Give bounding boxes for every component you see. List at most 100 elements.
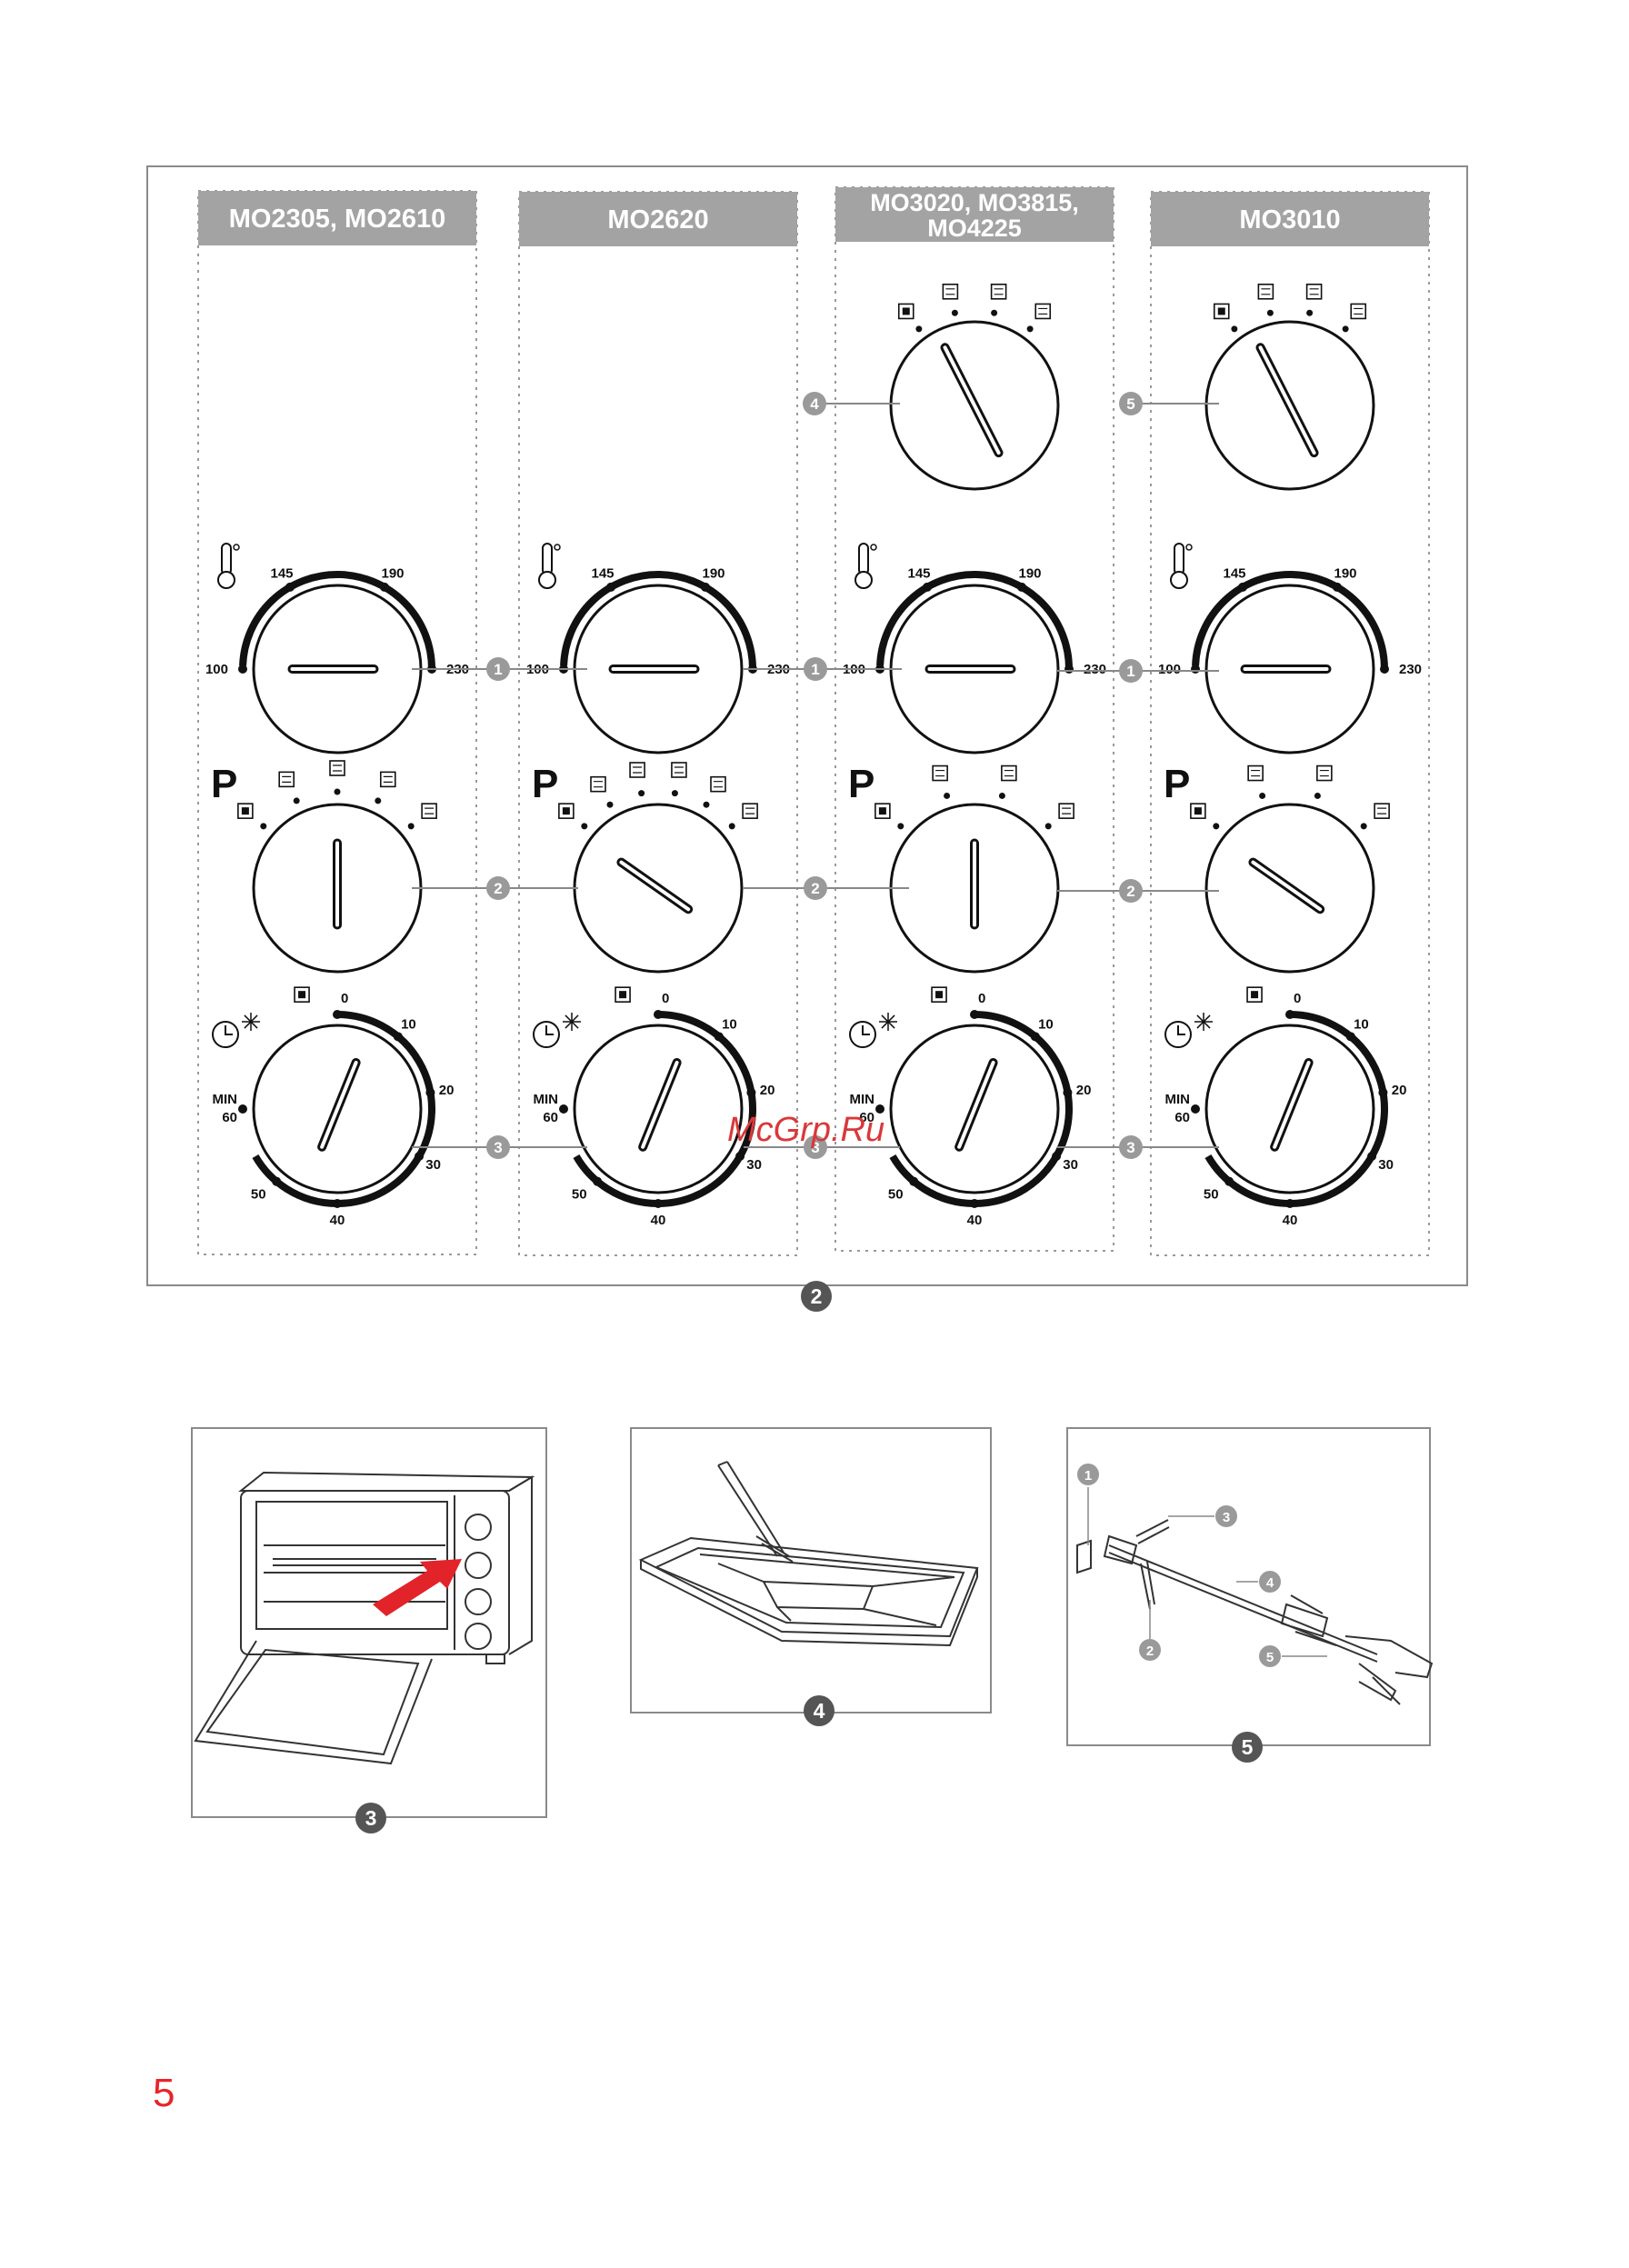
column-title: MO3010 [1239, 205, 1340, 235]
clock-icon [213, 1022, 238, 1047]
position-dot [1306, 310, 1313, 316]
temperature-dot [701, 583, 710, 592]
timer-label: 50 [251, 1186, 266, 1202]
program-mode-icon [1374, 804, 1389, 818]
callout-badge-temp-3: 1 [1119, 659, 1143, 683]
position-dot [1314, 793, 1321, 799]
position-dot [408, 823, 415, 829]
timer-dot [1224, 1177, 1234, 1186]
timer-label: 0 [341, 991, 348, 1006]
thermometer-icon [1171, 544, 1192, 588]
function-knob [891, 285, 1058, 489]
timer-label: 10 [722, 1017, 737, 1033]
timer-60-label: 60 [543, 1110, 558, 1125]
program-mode-icon [1059, 804, 1074, 818]
light-icon [1194, 1013, 1213, 1031]
timer-dot [333, 1199, 342, 1208]
position-dot [1231, 325, 1237, 332]
position-dot [897, 823, 904, 829]
program-knob: P [211, 761, 436, 972]
temperature-dot [1191, 664, 1200, 674]
spit-figure: 1 2 3 4 5 5 [1067, 1428, 1432, 1763]
function-mode-icon [1307, 285, 1322, 299]
function-mode-icon [1351, 304, 1365, 318]
temperature-label: 145 [270, 565, 293, 581]
position-dot [581, 823, 587, 829]
timer-dot [333, 1010, 342, 1019]
light-icon [242, 1013, 260, 1031]
figure-badge-3: 3 [355, 1803, 386, 1833]
svg-text:4: 4 [814, 1699, 825, 1723]
svg-text:3: 3 [494, 1139, 502, 1156]
clock-icon [850, 1022, 875, 1047]
timer-label: 0 [1294, 991, 1301, 1006]
temperature-label: 230 [1399, 662, 1422, 677]
svg-text:3: 3 [1126, 1139, 1134, 1156]
timer-min-label: MIN [1165, 1092, 1191, 1107]
timer-dot [735, 1152, 745, 1161]
svg-text:3: 3 [365, 1806, 377, 1830]
svg-text:5: 5 [1266, 1650, 1274, 1665]
temperature-knob: 145190100230 [526, 544, 790, 753]
program-mode-icon [330, 761, 345, 775]
timer-label: 50 [572, 1186, 587, 1202]
timer-label: 30 [1063, 1157, 1078, 1173]
control-column-2: MO2620145190100230P01020304050MIN60 [519, 192, 797, 1255]
timer-label: 40 [651, 1213, 666, 1228]
program-mode-icon [591, 777, 605, 792]
program-mode-icon [630, 763, 645, 777]
timer-dot [970, 1010, 979, 1019]
figure-badge-4: 4 [804, 1695, 834, 1726]
spit-part-2: 2 [1139, 1639, 1161, 1661]
temperature-dot [1238, 583, 1247, 592]
light-icon [879, 1013, 897, 1031]
program-letter: P [1164, 762, 1190, 806]
function-mode-icon [1035, 304, 1050, 318]
position-dot [991, 310, 997, 316]
callout-badge-function-4: 4 [803, 392, 826, 415]
timer-dot [1063, 1088, 1072, 1097]
program-mode-icon [279, 772, 294, 786]
position-dot [729, 823, 735, 829]
timer-dot [1285, 1199, 1294, 1208]
position-dot [1343, 325, 1349, 332]
control-column-3: MO3020, MO3815,MO4225145190100230P010203… [835, 187, 1114, 1251]
timer-label: 30 [1378, 1157, 1394, 1173]
program-mode-icon [381, 772, 395, 786]
timer-dot [415, 1152, 424, 1161]
timer-dot [715, 1032, 724, 1041]
clock-icon [534, 1022, 559, 1047]
timer-label: 20 [439, 1083, 455, 1098]
spit-part-4: 4 [1259, 1571, 1281, 1593]
clock-icon [1165, 1022, 1191, 1047]
timer-dot [394, 1032, 403, 1041]
temperature-label: 190 [381, 565, 404, 581]
temperature-label: 145 [1223, 565, 1245, 581]
temperature-dot [923, 583, 932, 592]
temperature-label: 190 [1334, 565, 1356, 581]
program-mode-icon [933, 766, 947, 781]
timer-label: 40 [1283, 1213, 1298, 1228]
timer-dot [1346, 1032, 1355, 1041]
program-mode-icon [422, 804, 436, 818]
timer-label: 10 [401, 1017, 416, 1033]
position-dot [915, 325, 922, 332]
temperature-label: 100 [1158, 662, 1181, 677]
timer-60-label: 60 [1174, 1110, 1190, 1125]
svg-text:2: 2 [811, 1284, 823, 1308]
timer-dot [970, 1199, 979, 1208]
temperature-label: 230 [1084, 662, 1106, 677]
function-knob [1206, 285, 1374, 489]
svg-text:2: 2 [1126, 883, 1134, 900]
position-dot [944, 793, 950, 799]
temperature-dot [1380, 664, 1389, 674]
svg-text:1: 1 [811, 661, 819, 678]
svg-text:2: 2 [1146, 1644, 1154, 1659]
timer-dot [654, 1010, 663, 1019]
program-letter: P [532, 762, 558, 806]
column-title: MO3020, MO3815, [870, 189, 1079, 216]
position-dot [638, 790, 645, 796]
timer-60-label: 60 [222, 1110, 237, 1125]
